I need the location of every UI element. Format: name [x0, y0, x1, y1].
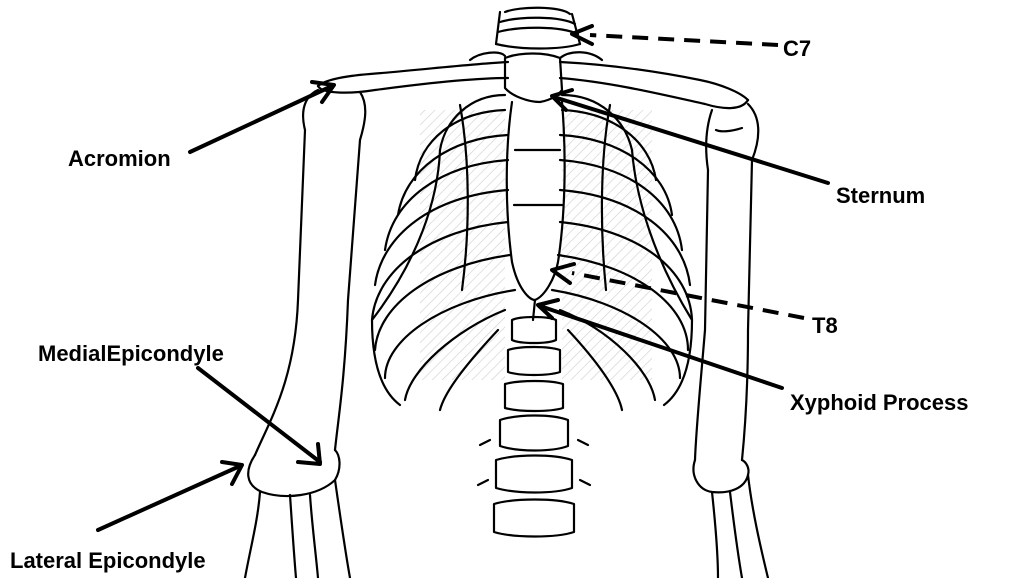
right-ribs [552, 95, 692, 410]
lateral-epicondyle-arrow [98, 466, 240, 530]
t8-label: T8 [812, 315, 838, 337]
clavicles [318, 52, 748, 108]
left-arm-bones [245, 90, 365, 578]
c7-arrow [590, 35, 778, 45]
acromion-label: Acromion [68, 148, 171, 170]
left-ribs [372, 95, 515, 410]
cervical-vertebrae [496, 8, 580, 49]
sternum-label: Sternum [836, 185, 925, 207]
xyphoid-process-label: Xyphoid Process [790, 392, 969, 414]
medial-epicondyle-label: MedialEpicondyle [38, 343, 224, 365]
acromion-arrow [190, 86, 332, 152]
right-arm-bones [694, 104, 768, 578]
lateral-epicondyle-label: Lateral Epicondyle [10, 550, 206, 572]
c7-label: C7 [783, 38, 811, 60]
